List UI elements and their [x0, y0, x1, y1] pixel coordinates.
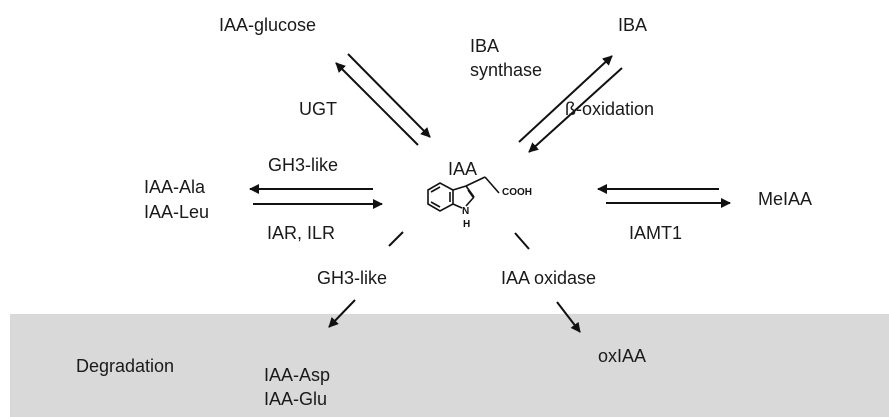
node-iaa-glu: IAA-Glu: [264, 389, 328, 409]
enzyme-ugt: UGT: [299, 99, 337, 119]
node-degradation: Degradation: [76, 356, 175, 376]
enzyme-beta-oxidation: ß-oxidation: [565, 99, 655, 119]
connector-oxidase: [514, 232, 530, 250]
nitrogen-label: N: [462, 206, 470, 217]
hydrogen-label: H: [463, 219, 471, 230]
center-label-iaa: IAA: [448, 159, 478, 179]
arrow-to-oxiaa: [556, 301, 581, 333]
arrow-glucose-to-iaa: [347, 53, 431, 138]
enzyme-iaa-oxidase: IAA oxidase: [501, 268, 597, 288]
arrow-to-iaa-asp-glu: [328, 299, 356, 328]
node-iaa-leu: IAA-Leu: [144, 202, 210, 222]
arrow-iba-to-iaa: [528, 67, 623, 153]
node-iaa-ala: IAA-Ala: [144, 177, 206, 197]
node-iaa-glucose: IAA-glucose: [219, 15, 317, 35]
enzyme-iamt1: IAMT1: [629, 223, 683, 243]
connector-gh3-bottom: [388, 231, 404, 247]
node-iba: IBA: [618, 15, 648, 35]
arrow-iaa-to-glucose: [335, 62, 419, 146]
enzyme-gh3-like-bottom: GH3-like: [317, 268, 388, 288]
node-oxiaa: oxIAA: [598, 346, 647, 366]
enzyme-iba-synthase-line2: synthase: [470, 60, 543, 80]
acid-group-label: COOH: [502, 187, 532, 198]
enzyme-iba-synthase-line1: IBA: [470, 36, 500, 56]
enzyme-iar-ilr: IAR, ILR: [267, 223, 336, 243]
iaa-molecule: [427, 176, 500, 212]
enzyme-gh3-like-top: GH3-like: [268, 155, 339, 175]
arrow-iaa-to-iba: [518, 55, 613, 143]
node-meiaa: MeIAA: [758, 189, 813, 209]
node-iaa-asp: IAA-Asp: [264, 365, 331, 385]
degradation-zone: [10, 314, 889, 417]
